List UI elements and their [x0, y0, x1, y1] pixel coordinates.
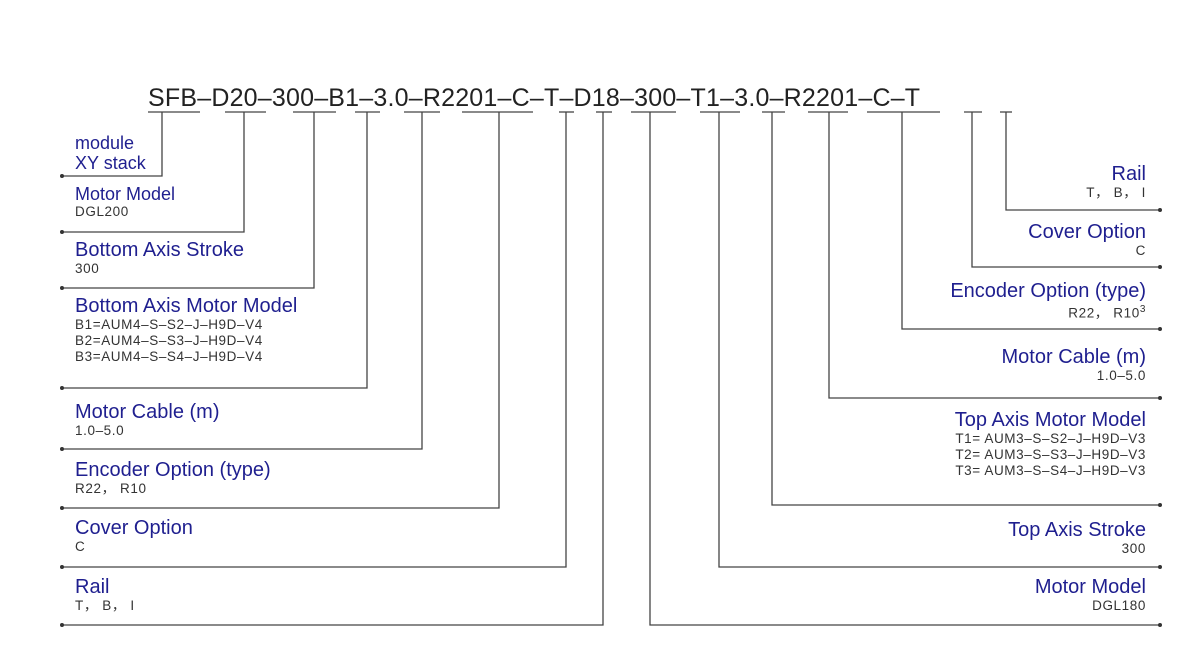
left-cover-option: Cover Option C	[75, 517, 193, 555]
left-motor-cable: Motor Cable (m) 1.0–5.0	[75, 401, 219, 439]
right-cover-option: Cover Option C	[1028, 221, 1146, 259]
top-axis-stroke-value: 300	[1121, 541, 1146, 556]
left-encoder-option-value: R22， R10	[75, 481, 147, 496]
right-encoder-option: Encoder Option (type) R22， R103	[950, 280, 1146, 322]
top-axis-motor-model-t3: T3= AUM3–S–S4–J–H9D–V3	[955, 463, 1146, 478]
bottom-axis-motor-model-b3: B3=AUM4–S–S4–J–H9D–V4	[75, 349, 263, 364]
left-cover-option-title: Cover Option	[75, 517, 193, 539]
right-rail-value: T， B， I	[1086, 185, 1146, 200]
right-rail-title: Rail	[1111, 163, 1146, 185]
right-rail: Rail T， B， I	[1086, 163, 1146, 201]
left-motor-model: Motor Model DGL200	[75, 184, 175, 220]
top-axis-motor-model: Top Axis Motor Model T1= AUM3–S–S2–J–H9D…	[955, 409, 1146, 479]
bottom-axis-motor-model-b1: B1=AUM4–S–S2–J–H9D–V4	[75, 317, 263, 332]
right-motor-cable-title: Motor Cable (m)	[1001, 346, 1146, 368]
bottom-axis-motor-model: Bottom Axis Motor Model B1=AUM4–S–S2–J–H…	[75, 295, 297, 365]
right-encoder-option-value: R22， R10	[1068, 305, 1140, 321]
right-motor-model-value: DGL180	[1092, 598, 1146, 613]
left-motor-cable-title: Motor Cable (m)	[75, 401, 220, 423]
left-motor-model-value: DGL200	[75, 204, 129, 219]
bottom-axis-stroke: Bottom Axis Stroke 300	[75, 239, 244, 277]
right-encoder-option-title: Encoder Option (type)	[950, 280, 1146, 302]
bottom-axis-motor-model-b2: B2=AUM4–S–S3–J–H9D–V4	[75, 333, 263, 348]
right-cover-option-title: Cover Option	[1028, 221, 1146, 243]
left-motor-cable-value: 1.0–5.0	[75, 423, 125, 438]
bottom-axis-stroke-title: Bottom Axis Stroke	[75, 239, 244, 261]
right-motor-model: Motor Model DGL180	[1035, 576, 1146, 614]
module-line2: XY stack	[75, 153, 146, 173]
model-code: SFB–D20–300–B1–3.0–R2201–C–T–D18–300–T1–…	[148, 84, 921, 112]
left-rail-value: T， B， I	[75, 598, 135, 613]
top-axis-motor-model-t1: T1= AUM3–S–S2–J–H9D–V3	[955, 431, 1146, 446]
right-encoder-option-superscript: 3	[1139, 304, 1146, 315]
top-axis-stroke: Top Axis Stroke 300	[1008, 519, 1146, 557]
right-motor-cable-value: 1.0–5.0	[1096, 368, 1146, 383]
top-axis-motor-model-t2: T2= AUM3–S–S3–J–H9D–V3	[955, 447, 1146, 462]
top-axis-stroke-title: Top Axis Stroke	[1008, 519, 1146, 541]
right-motor-model-title: Motor Model	[1034, 576, 1146, 598]
top-axis-motor-model-title: Top Axis Motor Model	[954, 409, 1146, 431]
left-motor-model-title: Motor Model	[75, 184, 176, 204]
left-encoder-option-title: Encoder Option (type)	[75, 459, 271, 481]
left-rail: Rail T， B， I	[75, 576, 135, 614]
right-motor-cable: Motor Cable (m) 1.0–5.0	[1002, 346, 1146, 384]
left-rail-title: Rail	[75, 576, 110, 598]
right-cover-option-value: C	[1135, 243, 1146, 258]
left-encoder-option: Encoder Option (type) R22， R10	[75, 459, 271, 497]
right-encoder-option-value-line: R22， R103	[950, 302, 1146, 322]
module-label: module XY stack	[75, 133, 146, 173]
bottom-axis-stroke-value: 300	[75, 261, 100, 276]
module-line1: module	[75, 133, 135, 153]
left-cover-option-value: C	[75, 539, 86, 554]
bottom-axis-motor-model-title: Bottom Axis Motor Model	[75, 295, 298, 317]
